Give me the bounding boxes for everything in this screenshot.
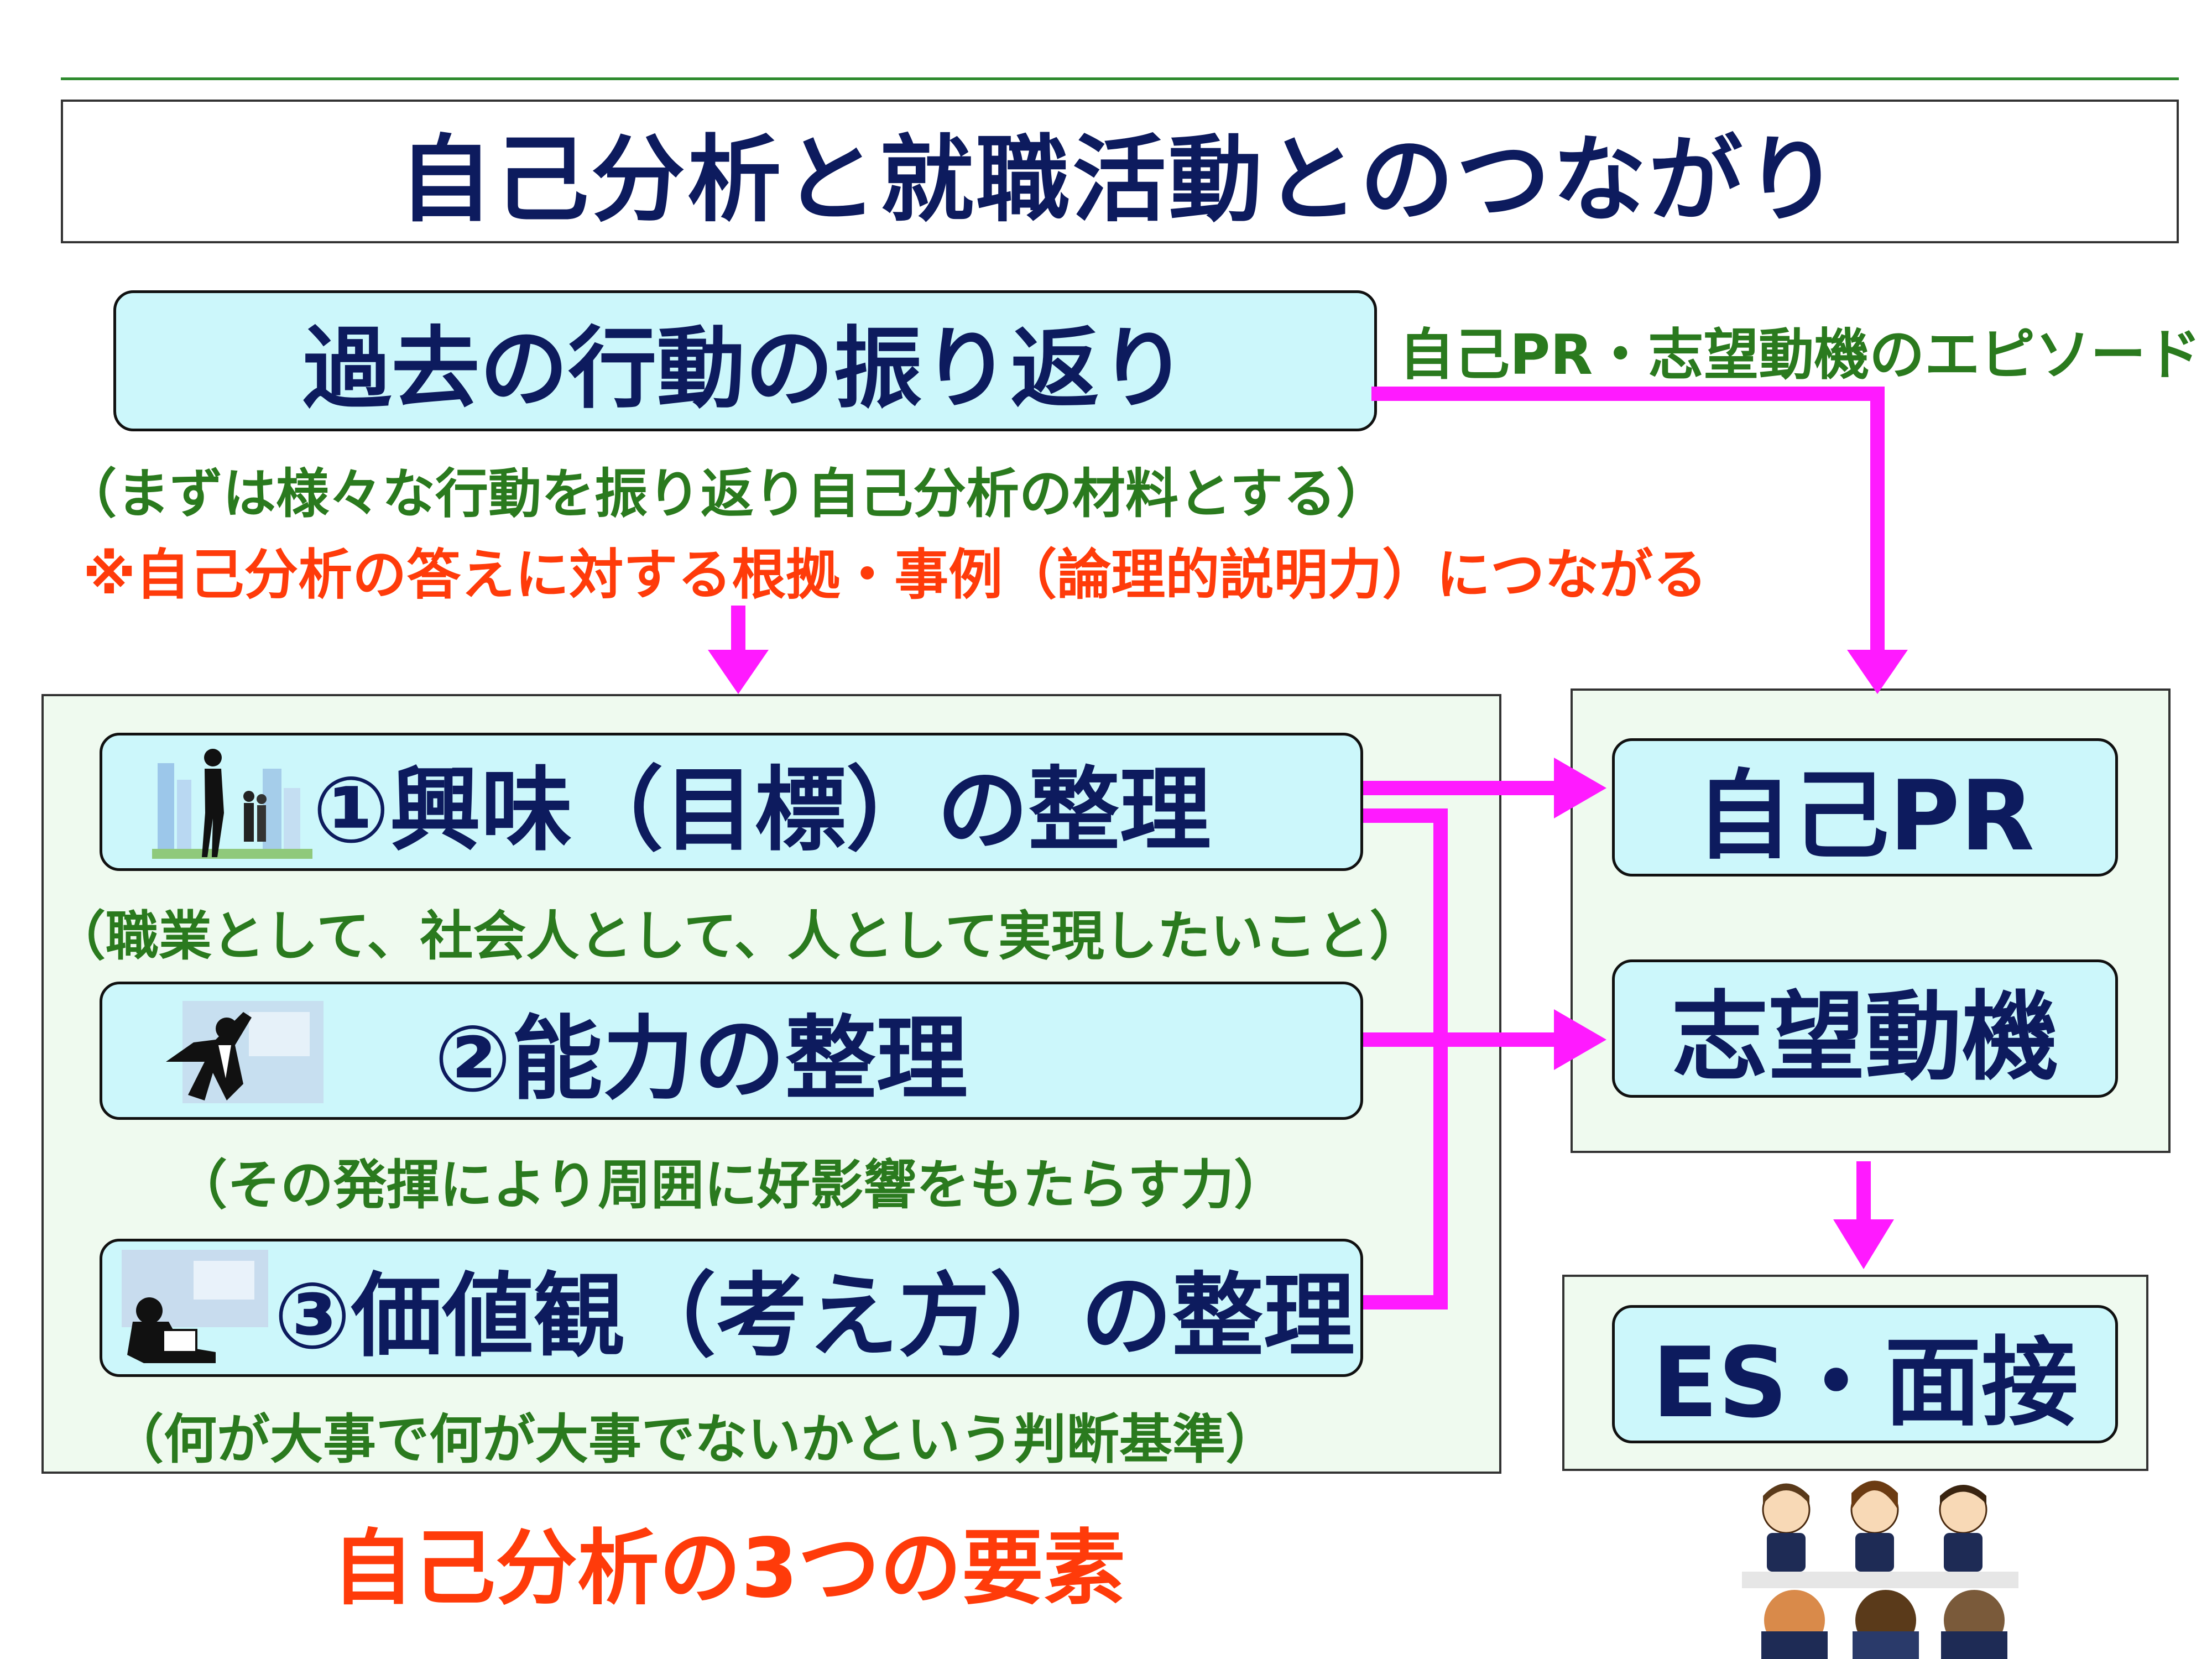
element-interest-label: ①興味（目標）の整理 bbox=[312, 757, 1211, 863]
connector-values-to-interest bbox=[1363, 808, 1448, 1310]
arrowhead-es bbox=[1833, 1219, 1894, 1269]
past-review-box: 過去の行動の振り返り bbox=[113, 290, 1377, 431]
element-ability-note: （その発揮により周囲に好影響をもたらす力） bbox=[174, 1154, 1287, 1216]
self-pr-label: 自己PR bbox=[1695, 760, 2034, 873]
past-review-warning: ※自己分析の答えに対する根拠・事例（論理的説明力）につながる bbox=[83, 544, 1708, 607]
motivation-box: 志望動機 bbox=[1612, 959, 2118, 1098]
top-divider-line bbox=[61, 77, 2179, 80]
arrow-past-to-outputs bbox=[1371, 387, 1885, 655]
es-interview-box: ES・面接 bbox=[1612, 1305, 2118, 1443]
episode-label: 自己PR・志望動機のエピソード bbox=[1399, 322, 2201, 387]
arrowhead-outputs bbox=[1847, 650, 1908, 694]
element-values-note: （何が大事で何が大事でないかという判断基準） bbox=[111, 1408, 1279, 1470]
page-title: 自己分析と就職活動とのつながり bbox=[398, 126, 1841, 235]
past-review-label: 過去の行動の振り返り bbox=[302, 316, 1188, 420]
element-ability-label: ②能力の整理 bbox=[434, 1005, 968, 1112]
element-interest-box: ①興味（目標）の整理 bbox=[100, 733, 1363, 871]
jumping-businessman-icon bbox=[166, 1001, 324, 1103]
self-pr-box: 自己PR bbox=[1612, 738, 2118, 877]
thinking-person-icon bbox=[122, 1250, 268, 1363]
interview-panel-icon bbox=[1742, 1480, 2018, 1659]
arrowhead-pr bbox=[1554, 758, 1606, 818]
element-values-box: ③価値観（考え方）の整理 bbox=[100, 1239, 1363, 1377]
motivation-label: 志望動機 bbox=[1671, 981, 2059, 1094]
page-title-box: 自己分析と就職活動とのつながり bbox=[61, 100, 2179, 243]
businesswoman-city-icon bbox=[152, 749, 312, 859]
element-values-label: ③価値観（考え方）の整理 bbox=[274, 1262, 1355, 1369]
elements-caption: 自己分析の3つの要素 bbox=[332, 1521, 1125, 1616]
es-interview-label: ES・面接 bbox=[1652, 1327, 2078, 1439]
arrowhead-motivation bbox=[1554, 1009, 1606, 1070]
arrowhead-elements bbox=[708, 650, 769, 694]
element-interest-note: （職業として、社会人として、人として実現したいこと） bbox=[53, 905, 1423, 967]
past-review-note: （まずは様々な行動を振り返り自己分析の材料とする） bbox=[64, 463, 1390, 525]
